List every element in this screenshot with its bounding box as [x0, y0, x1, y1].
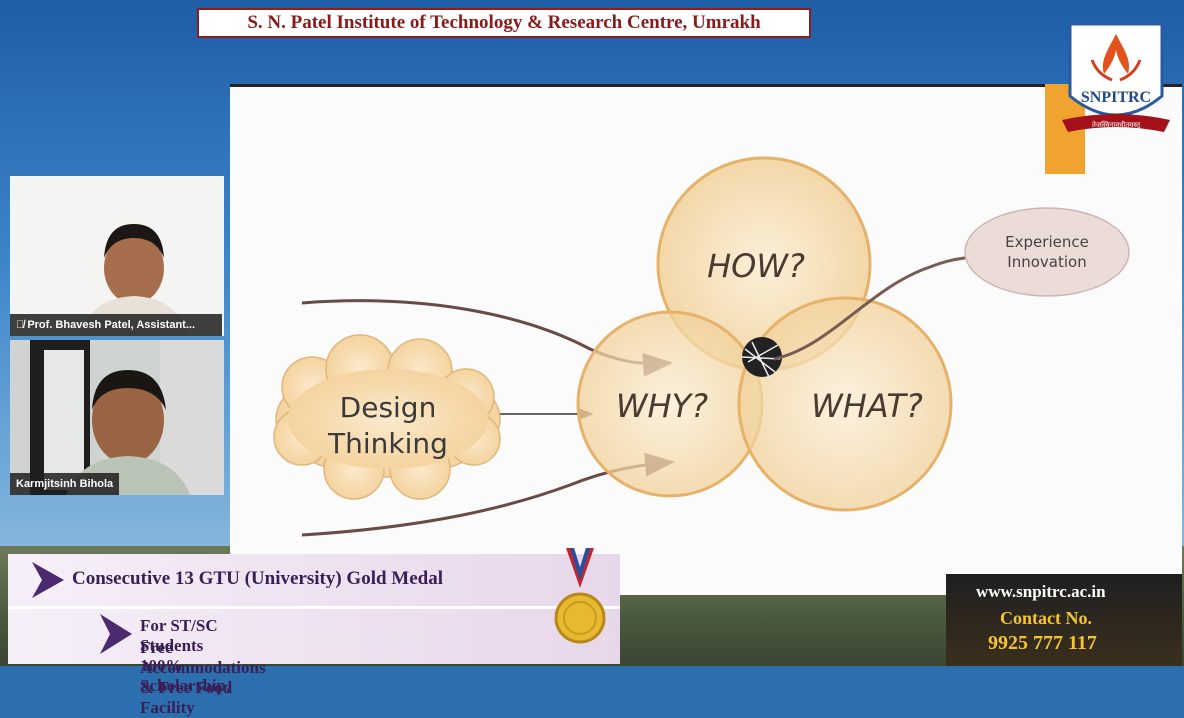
contact-label: Contact No. [1000, 608, 1092, 628]
label-why: WHY? [616, 387, 708, 425]
experience-innovation-bubble [964, 207, 1130, 297]
bubble-text-experience: Experience [1005, 233, 1089, 251]
cloud-text-design: Design [340, 391, 437, 424]
arrow-bullet-icon [32, 562, 64, 598]
participant-name-2: Karmjitsinh Bihola [16, 478, 114, 490]
scholarship-text-2: Free Accommodations & Free Food Facility [140, 638, 266, 717]
website-link[interactable]: www.snpitrc.ac.in [976, 582, 1106, 601]
participant-tile-1[interactable]: 🎙̸ Prof. Bhavesh Patel, Assistant... [10, 176, 224, 336]
design-thinking-cloud: Design Thinking [273, 334, 501, 500]
participant-video-1 [10, 176, 224, 336]
institute-title-banner: S. N. Patel Institute of Technology & Re… [197, 8, 811, 38]
gold-medal-row: Consecutive 13 GTU (University) Gold Med… [8, 554, 620, 609]
participant-tile-2[interactable]: Karmjitsinh Bihola [10, 340, 224, 495]
innovation-connector [773, 255, 971, 361]
institute-title: S. N. Patel Institute of Technology & Re… [247, 12, 761, 33]
contact-box: www.snpitrc.ac.in Contact No. 9925 777 1… [946, 574, 1182, 666]
contact-phone[interactable]: 9925 777 117 [988, 632, 1097, 654]
bubble-text-innovation: Innovation [1007, 253, 1086, 271]
design-thinking-diagram: Design Thinking Experience Innovation HO… [273, 156, 1130, 537]
label-how: HOW? [707, 247, 805, 285]
snpitrc-logo: SNPITRC तेजस्विनावधीतमस्तु [1062, 22, 1170, 132]
logo-text: SNPITRC [1081, 89, 1151, 106]
mic-muted-icon: 🎙̸ [16, 319, 28, 331]
participant-name-tag-1: 🎙̸ Prof. Bhavesh Patel, Assistant... [10, 314, 222, 336]
presentation-slide: Design Thinking Experience Innovation HO… [230, 84, 1182, 595]
circle-what [737, 296, 953, 512]
center-intersection-scribble [741, 337, 782, 380]
gold-medal-text: Consecutive 13 GTU (University) Gold Med… [72, 568, 444, 589]
cloud-text-thinking: Thinking [327, 427, 448, 460]
label-what: WHAT? [811, 387, 923, 425]
gold-medal-icon [554, 548, 606, 644]
logo-motto: तेजस्विनावधीतमस्तु [1092, 120, 1141, 129]
participant-video-2 [10, 340, 224, 495]
bottom-info-banner: Consecutive 13 GTU (University) Gold Med… [8, 548, 620, 717]
participant-name-tag-2: Karmjitsinh Bihola [10, 473, 120, 495]
arrow-bullet-icon-2 [100, 614, 132, 654]
participant-name-1: Prof. Bhavesh Patel, Assistant... [27, 319, 196, 331]
